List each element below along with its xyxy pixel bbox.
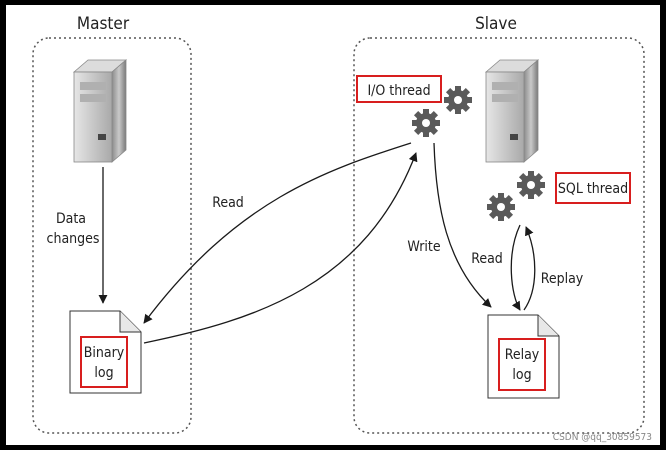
slave-title: Slave (475, 14, 517, 34)
io-thread-label: I/O thread (367, 83, 430, 99)
data-changes-label: Data (56, 211, 86, 227)
master-title: Master (77, 14, 130, 34)
document-icon (69, 310, 142, 394)
relay-log-highlight (498, 338, 546, 391)
replay-label: Replay (541, 271, 584, 287)
binary-log-highlight (80, 336, 128, 388)
server-icon (72, 59, 128, 163)
read-relay-label: Read (471, 251, 503, 267)
read-relay-arrow (510, 224, 521, 311)
sql-thread-highlight (555, 172, 631, 204)
diagram-canvas: Master Slave Data changes Binary log I/O… (32, 14, 652, 443)
binary-log-label: log (94, 365, 113, 381)
relay-log-label: log (512, 367, 531, 383)
relay-log-label: Relay (505, 347, 540, 363)
document-icon (487, 314, 560, 399)
master-panel (32, 37, 192, 434)
data-changes-label: changes (47, 231, 100, 247)
read-binlog-arrow-to-io (143, 152, 418, 344)
watermark: CSDN @qq_30859573 (553, 432, 652, 443)
read-binlog-label: Read (212, 195, 244, 211)
io-thread-highlight (356, 75, 442, 103)
binary-log-label: Binary (84, 345, 125, 361)
server-icon (484, 59, 540, 163)
slave-panel (353, 37, 645, 434)
replication-diagram: Master Slave Data changes Binary log I/O… (6, 5, 660, 445)
gears-icon (487, 171, 545, 221)
sql-thread-label: SQL thread (558, 181, 628, 197)
replay-arrow (523, 226, 536, 311)
write-label: Write (407, 239, 440, 255)
read-binlog-arrow-to-log (143, 142, 412, 324)
write-relay-arrow (433, 142, 492, 308)
